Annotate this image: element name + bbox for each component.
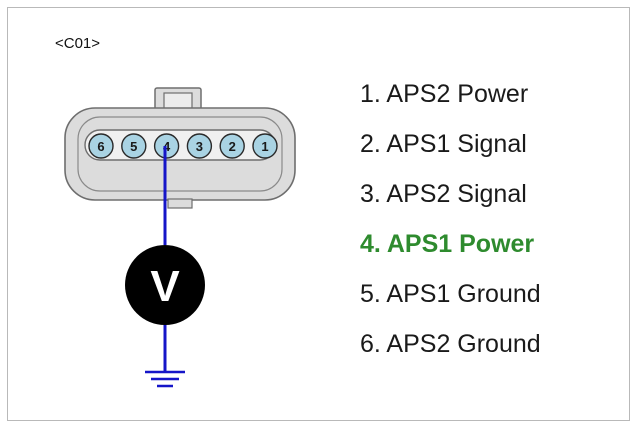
pin-number: 1	[261, 139, 268, 154]
pin-number: 3	[196, 139, 203, 154]
voltmeter-icon: V	[125, 245, 205, 325]
pin-function-item: 6. APS2 Ground	[360, 330, 541, 358]
pin-function-item: 4. APS1 Power	[360, 230, 535, 258]
connector-pin-3: 3	[186, 133, 213, 159]
pin-number: 6	[97, 139, 104, 154]
ground-icon	[145, 370, 185, 388]
voltmeter-symbol: V	[150, 262, 180, 311]
pin-number: 4	[163, 139, 171, 154]
connector-pin-5: 5	[121, 133, 147, 159]
pin-circle	[186, 133, 213, 159]
connector-pin-4: 4	[153, 133, 180, 159]
pin-circle	[88, 133, 114, 159]
pin-number: 5	[130, 139, 137, 154]
diagram-frame	[7, 7, 630, 421]
pin-circle	[121, 133, 147, 159]
pin-function-item: 2. APS1 Signal	[360, 130, 527, 158]
pin-number: 2	[229, 139, 236, 154]
connector-pin-1: 1	[252, 133, 278, 159]
connector-pins: 6 5 4 3 2 1	[88, 133, 278, 159]
connector-id-label: <C01>	[55, 35, 101, 52]
pin-function-list: 1. APS2 Power 2. APS1 Signal 3. APS2 Signa…	[360, 76, 541, 376]
pin-circle	[153, 133, 180, 159]
pin-circle	[252, 133, 278, 159]
pin-function-item: 5. APS1 Ground	[360, 280, 541, 308]
pin-circle	[219, 133, 245, 159]
pin-function-item: 1. APS2 Power	[360, 80, 529, 108]
pin-function-item: 3. APS2 Signal	[360, 180, 527, 208]
connector-pin-6: 6	[88, 133, 114, 159]
connector-pin-2: 2	[219, 133, 245, 159]
